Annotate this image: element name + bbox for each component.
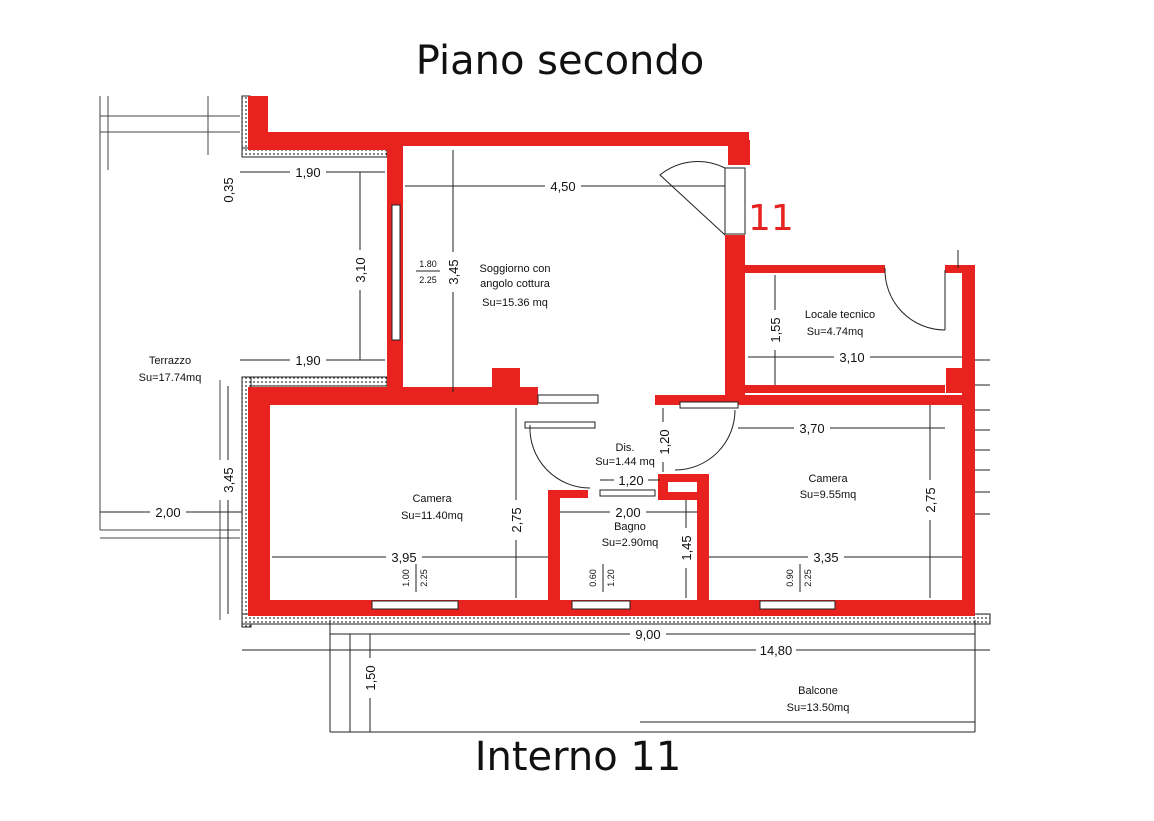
- dim-living-window-h: 2.25: [419, 275, 437, 285]
- dimension-lines: [100, 150, 990, 733]
- room-tecnico-name: Locale tecnico: [805, 309, 875, 321]
- dim-terrace-top: 1,90: [295, 165, 320, 180]
- windows: [371, 167, 836, 610]
- dim-terrace-height: 3,10: [353, 257, 368, 282]
- unit-number: 11: [748, 198, 794, 239]
- unit-title: Interno 11: [475, 734, 682, 780]
- terrace-area: [99, 96, 240, 620]
- room-bagno-area: Su=2.90mq: [602, 537, 659, 549]
- dim-terrace-gap: 0,35: [221, 177, 236, 202]
- dim-dis-height: 1,20: [657, 429, 672, 454]
- dim-win2-h: 1.20: [606, 569, 616, 587]
- dim-total-9: 9,00: [635, 627, 660, 642]
- dim-win2-w: 0.60: [588, 569, 598, 587]
- room-balcone-area: Su=13.50mq: [787, 702, 850, 714]
- room-balcone-name: Balcone: [798, 685, 838, 697]
- dim-win1-h: 2.25: [419, 569, 429, 587]
- dim-tech-width: 3,10: [839, 350, 864, 365]
- room-camera-left-area: Su=11.40mq: [401, 510, 463, 522]
- room-terrazzo-name: Terrazzo: [149, 355, 191, 367]
- dim-total-1480: 14,80: [760, 643, 793, 658]
- dim-terrace-width: 2,00: [155, 505, 180, 520]
- dim-terrace-mid: 1,90: [295, 353, 320, 368]
- room-labels: Soggiorno con angolo cottura Su=15.36 mq…: [139, 263, 876, 714]
- dim-terrace-left-height: 3,45: [221, 467, 236, 492]
- room-bagno-name: Bagno: [614, 521, 646, 533]
- dim-living-height: 3,45: [446, 259, 461, 284]
- room-soggiorno-name2: angolo cottura: [480, 278, 551, 290]
- room-soggiorno-area: Su=15.36 mq: [482, 297, 548, 309]
- dim-camera-left-width: 3,95: [391, 550, 416, 565]
- room-dis-area: Su=1.44 mq: [595, 456, 655, 468]
- room-tecnico-area: Su=4.74mq: [807, 326, 864, 338]
- dim-balcony-depth: 1,50: [363, 665, 378, 690]
- dim-bagno-width: 2,00: [615, 505, 640, 520]
- dim-tech-height: 1,55: [768, 317, 783, 342]
- dim-camera-right-width2: 3,35: [813, 550, 838, 565]
- dim-dis-width: 1,20: [618, 473, 643, 488]
- dim-camera-left-height: 2,75: [509, 507, 524, 532]
- dimension-labels: 1,90 1,90 0,35 3,10 2,00 3,45 4,50 3,45 …: [150, 164, 939, 698]
- dim-win3-w: 0.90: [785, 569, 795, 587]
- dim-bagno-height: 1,45: [679, 535, 694, 560]
- page-title: Piano secondo: [416, 38, 705, 84]
- dim-win3-h: 2.25: [803, 569, 813, 587]
- dim-win1-w: 1.00: [401, 569, 411, 587]
- room-camera-right-name: Camera: [808, 473, 848, 485]
- dim-living-width: 4,50: [550, 179, 575, 194]
- dim-camera-right-height: 2,75: [923, 487, 938, 512]
- dim-camera-right-width: 3,70: [799, 421, 824, 436]
- doors: [529, 161, 946, 489]
- room-terrazzo-area: Su=17.74mq: [139, 372, 202, 384]
- room-camera-right-area: Su=9.55mq: [800, 489, 857, 501]
- room-soggiorno-name: Soggiorno con: [480, 263, 551, 275]
- room-dis-name: Dis.: [616, 442, 635, 454]
- room-camera-left-name: Camera: [412, 493, 452, 505]
- dim-living-window-w: 1.80: [419, 259, 437, 269]
